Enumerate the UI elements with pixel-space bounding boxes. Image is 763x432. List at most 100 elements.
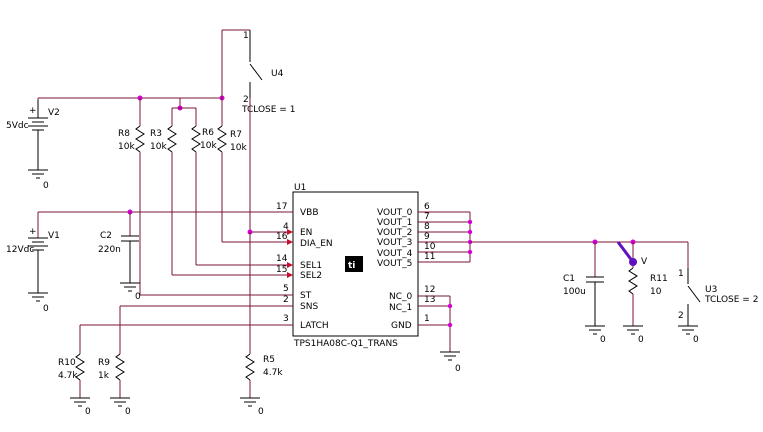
u1-part: TPS1HA08C-Q1_TRANS <box>293 339 398 349</box>
r5-ground-symbol: 0 <box>240 397 264 417</box>
junction-dot <box>447 303 453 309</box>
r3-resistor[interactable]: R3 10k <box>150 125 177 153</box>
u1-pin-sel2[interactable]: SEL2 15 <box>276 265 322 281</box>
pin-number: 15 <box>276 265 287 275</box>
pin-number: 1 <box>424 314 430 324</box>
u3-ground-label: 0 <box>693 335 699 345</box>
u1-pin-vout-1[interactable]: VOUT_1 7 <box>377 212 470 228</box>
v1-ground-symbol: 0 <box>28 292 49 314</box>
v2-battery[interactable]: + V2 5Vdc <box>6 100 60 170</box>
pin-label: VOUT_2 <box>377 228 412 238</box>
c2-ground-label: 0 <box>135 292 141 302</box>
v1-name: V1 <box>48 231 60 241</box>
r10-resistor[interactable]: R10 4.7k <box>58 353 85 381</box>
u4-tclose: TCLOSE = 1 <box>241 105 295 115</box>
u3-name: U3 <box>705 285 717 295</box>
r8-name: R8 <box>118 129 130 139</box>
ti-logo: ti <box>345 256 363 272</box>
c1-capacitor[interactable]: C1 100u <box>563 274 604 326</box>
u1-ground-label: 0 <box>455 364 461 374</box>
pin-label: VOUT_4 <box>377 249 413 259</box>
v1-battery[interactable]: + V1 12Vdc <box>6 227 60 293</box>
c1-name: C1 <box>563 274 575 284</box>
pin-label: SEL2 <box>300 271 322 281</box>
pin-number: 2 <box>283 295 289 305</box>
r9-resistor[interactable]: R9 1k <box>98 353 125 381</box>
r9-value: 1k <box>98 371 110 381</box>
v1-ground-label: 0 <box>43 304 49 314</box>
pin-label: VOUT_3 <box>377 238 412 248</box>
u1-pin-nc-1[interactable]: NC_1 13 <box>389 295 450 313</box>
u1-pin-sns[interactable]: SNS 2 <box>278 295 318 312</box>
r5-resistor[interactable]: R5 4.7k <box>245 353 283 381</box>
pin-number: 17 <box>276 202 287 212</box>
r11-name: R11 <box>650 274 668 284</box>
u1-pin-dia-en[interactable]: DIA_EN 16 <box>276 232 333 249</box>
junction-dot <box>467 219 473 225</box>
r10-ground-symbol: 0 <box>70 397 91 417</box>
r6-resistor[interactable]: R6 10k <box>191 125 217 153</box>
u3-tclose: TCLOSE = 2 <box>704 295 758 305</box>
u1-ground-symbol: 0 <box>440 351 461 374</box>
r7-resistor[interactable]: R7 10k <box>217 125 247 153</box>
pin-label: SNS <box>300 302 318 312</box>
pin-number: 3 <box>283 314 289 324</box>
v2-name: V2 <box>48 108 60 118</box>
r11-resistor[interactable]: R11 10 <box>628 267 668 297</box>
u1-pin-vout-0[interactable]: VOUT_0 6 <box>377 202 470 218</box>
u4-name: U4 <box>271 69 284 79</box>
u1-pin-st[interactable]: ST 5 <box>278 284 312 301</box>
v2-value: 5Vdc <box>6 121 29 131</box>
u4-pin1: 1 <box>243 31 249 41</box>
u1-pin-nc-0[interactable]: NC_0 12 <box>389 285 450 302</box>
pin-number: 16 <box>276 232 288 242</box>
c1-ground-label: 0 <box>600 335 606 345</box>
v2-ground-label: 0 <box>43 181 49 191</box>
r10-ground-label: 0 <box>85 407 91 417</box>
u1-pin-vout-2[interactable]: VOUT_2 8 <box>377 222 470 238</box>
u3-switch[interactable]: 1 2 U3 TCLOSE = 2 <box>678 268 758 326</box>
c1-value: 100u <box>563 287 586 297</box>
pin-number: 9 <box>424 232 430 242</box>
c2-ground-symbol: 0 <box>120 282 141 302</box>
u1-pin-gnd[interactable]: GND 1 <box>391 314 450 331</box>
v2-ground-symbol: 0 <box>28 169 49 191</box>
pin-label: VOUT_5 <box>377 259 412 269</box>
r9-ground-symbol: 0 <box>110 397 131 417</box>
pin-number: 13 <box>424 295 435 305</box>
voltage-probe-icon[interactable]: V <box>616 241 648 267</box>
u3-pin1: 1 <box>678 269 684 279</box>
junction-dot <box>467 249 473 255</box>
junction-dot <box>467 229 473 235</box>
r3-value: 10k <box>150 142 167 152</box>
u1-pin-vout-4[interactable]: VOUT_4 10 <box>377 242 470 259</box>
r5-name: R5 <box>263 355 275 365</box>
pin-number: 7 <box>424 212 430 222</box>
c2-name: C2 <box>100 231 112 241</box>
pin-number: 14 <box>276 254 288 264</box>
c2-capacitor[interactable]: C2 220n <box>98 231 139 283</box>
v2-plus: + <box>29 106 37 116</box>
pin-number: 5 <box>283 284 289 294</box>
r8-resistor[interactable]: R8 10k <box>118 125 145 153</box>
u1-ic[interactable]: U1 TPS1HA08C-Q1_TRANS ti <box>292 183 419 349</box>
r7-value: 10k <box>230 143 247 153</box>
u1-pin-en[interactable]: EN 4 <box>278 222 312 238</box>
r10-name: R10 <box>58 358 76 368</box>
u1-pin-latch[interactable]: LATCH 3 <box>278 314 329 331</box>
v1-plus: + <box>29 227 37 237</box>
u1-pin-vout-3[interactable]: VOUT_3 9 <box>377 232 470 248</box>
u1-pin-vbb[interactable]: VBB 17 <box>276 202 319 218</box>
pin-label: GND <box>391 321 412 331</box>
r10-value: 4.7k <box>58 371 78 381</box>
r3-name: R3 <box>150 129 162 139</box>
pin-number: 4 <box>283 222 289 232</box>
r9-ground-label: 0 <box>125 407 131 417</box>
pin-label: ST <box>300 291 312 301</box>
u4-switch[interactable]: 1 2 U4 TCLOSE = 1 <box>241 30 295 115</box>
r8-value: 10k <box>118 142 135 152</box>
u1-pin-vout-5[interactable]: VOUT_5 11 <box>377 252 470 269</box>
u1-pin-sel1[interactable]: SEL1 14 <box>276 254 322 271</box>
